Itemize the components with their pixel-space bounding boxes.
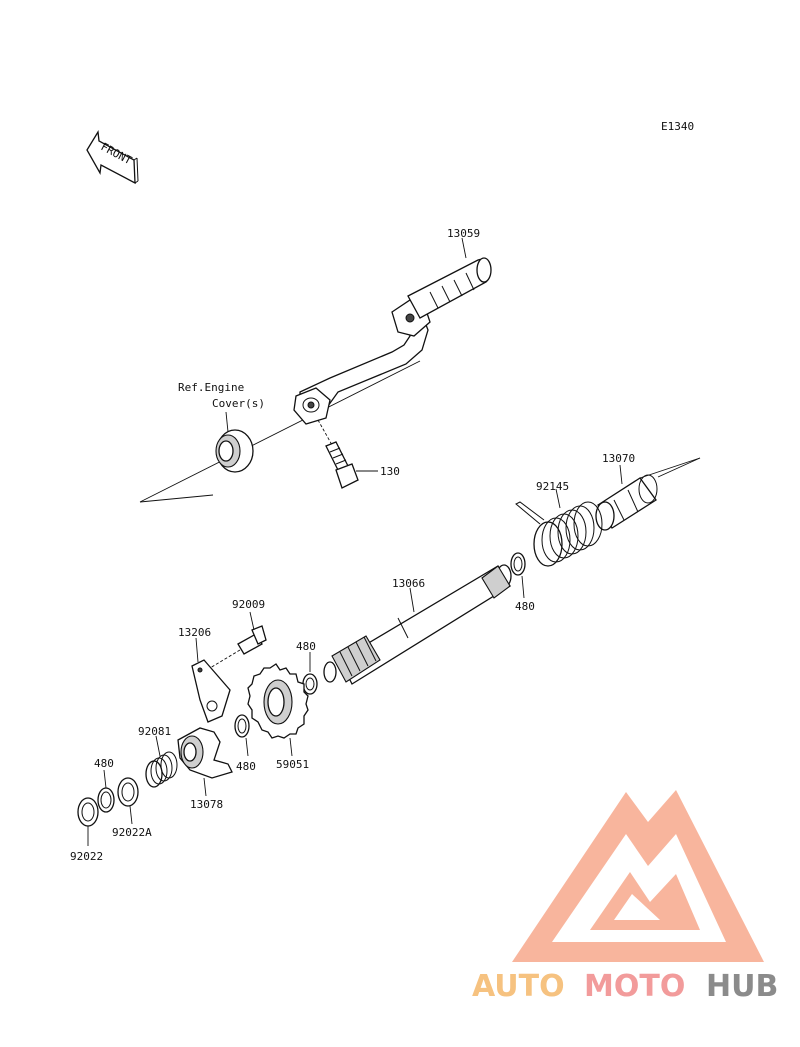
label-13066: 13066 [392,577,425,590]
kick-spring [515,488,603,567]
kick-pedal [293,237,492,425]
label-480-lower: 480 [236,760,256,773]
kick-gear [247,663,309,757]
circlip-lower [234,714,250,757]
watermark-logo: AUTO MOTO HUB [472,790,778,1004]
kick-guide [191,637,231,723]
circlip-left [97,769,115,813]
diagram-code: E1340 [661,120,694,133]
washer [77,797,99,846]
label-92145: 92145 [536,480,569,493]
bolt [317,419,378,489]
kick-shaft [323,564,512,685]
label-130: 130 [380,465,400,478]
watermark-moto: MOTO [584,969,685,1004]
ref-note-line2: Cover(s) [212,397,265,410]
label-92022A: 92022A [112,826,152,839]
pedal-axis [139,360,421,503]
circlip-right [510,552,526,599]
label-92022: 92022 [70,850,103,863]
washer-a [117,777,139,825]
kick-ratchet [177,727,233,797]
label-480-right: 480 [515,600,535,613]
ref-note-line1: Ref.Engine [178,381,244,394]
shaft-axis [639,457,701,479]
oil-seal [215,429,254,473]
label-59051: 59051 [276,758,309,771]
watermark-auto: AUTO [472,969,565,1004]
guide-bolt [209,611,267,669]
label-92009: 92009 [232,598,265,611]
label-13206: 13206 [178,626,211,639]
front-arrow-icon: FRONT [86,130,139,185]
circlip-middle [302,652,318,695]
label-13070: 13070 [602,452,635,465]
label-92081: 92081 [138,725,171,738]
label-480-left: 480 [94,757,114,770]
label-13078: 13078 [190,798,223,811]
label-480-middle: 480 [296,640,316,653]
bushing [595,464,658,531]
watermark-hub: HUB [706,969,778,1004]
ratchet-spring [145,735,178,788]
label-13059: 13059 [447,227,480,240]
